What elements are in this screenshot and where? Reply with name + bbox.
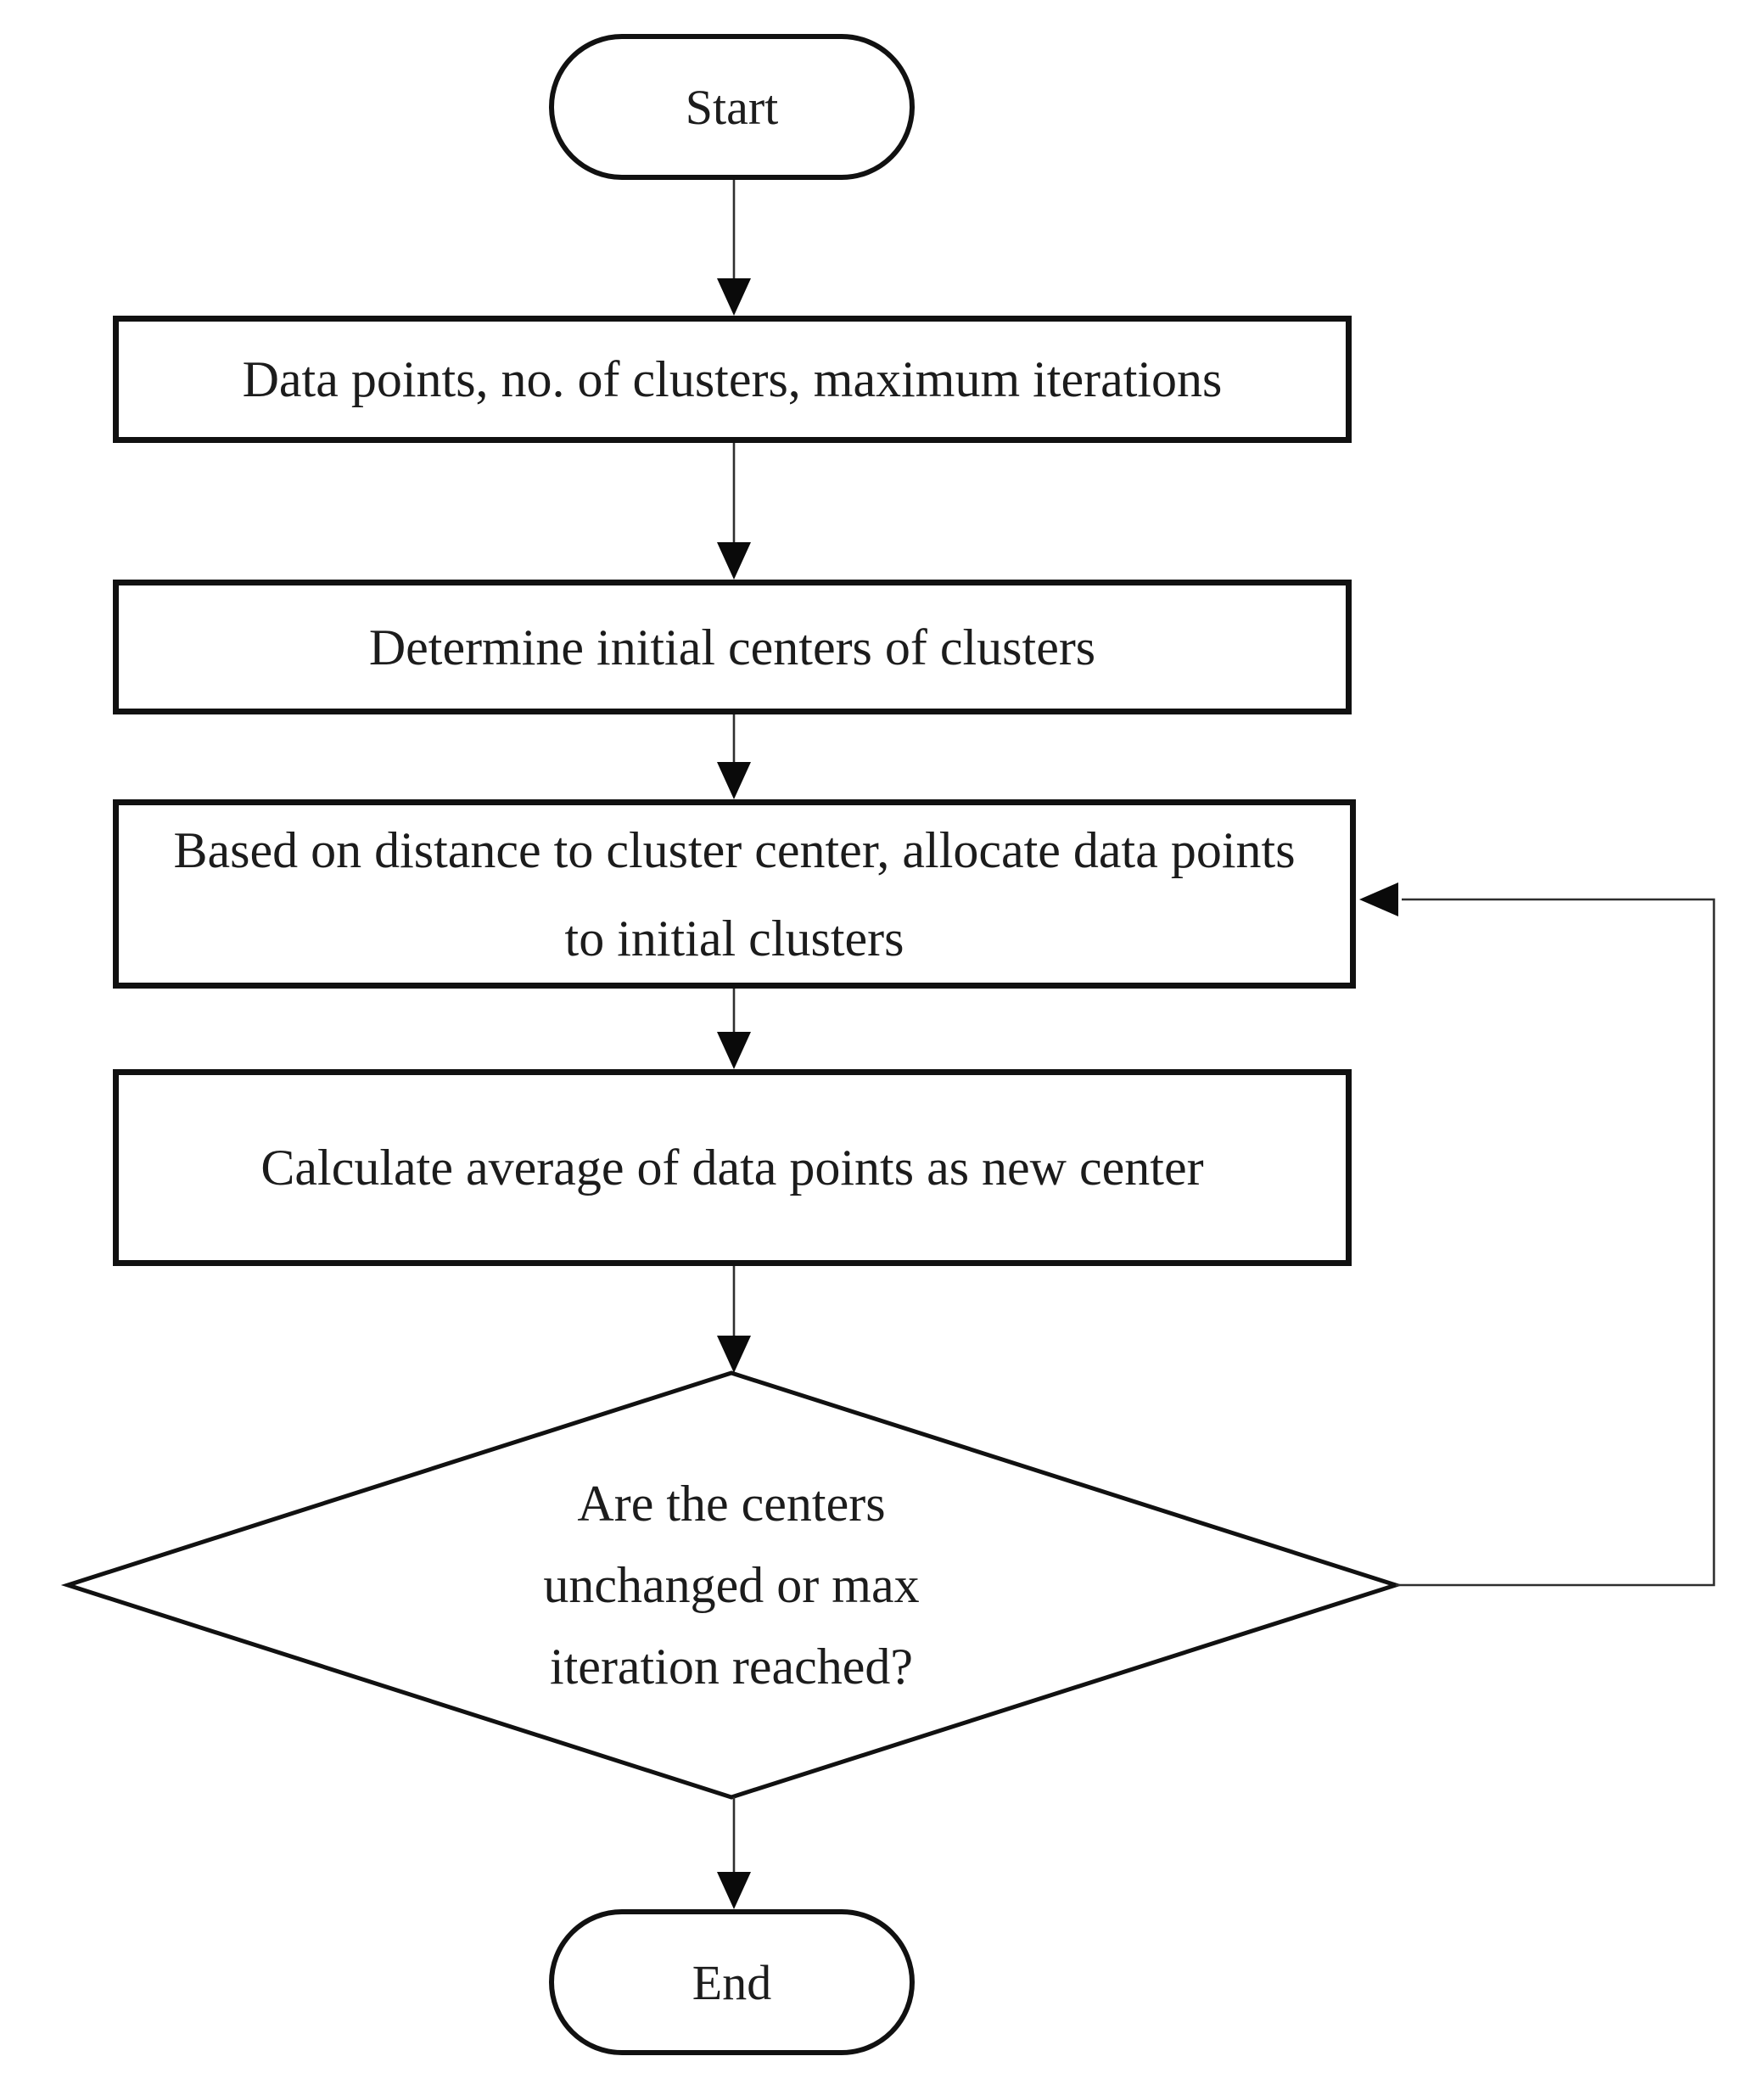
node-init-centers: Determine initial centers of clusters [113, 580, 1352, 714]
decision-label: Are the centers unchanged or max iterati… [543, 1476, 920, 1695]
node-decision: Are the centers unchanged or max iterati… [494, 1463, 969, 1707]
arrowhead-down-allocate [717, 762, 751, 799]
node-end: End [549, 1909, 915, 2055]
connector-loop-back [1396, 898, 1716, 1587]
node-allocate: Based on distance to cluster center, all… [113, 799, 1356, 989]
init-centers-label: Determine initial centers of clusters [368, 619, 1096, 675]
node-inputs: Data points, no. of clusters, maximum it… [113, 316, 1352, 443]
arrowhead-down-end [717, 1872, 751, 1909]
arrowhead-left-loop-back [1359, 882, 1398, 916]
new-center-label: Calculate average of data points as new … [260, 1140, 1204, 1196]
arrowhead-down-init-centers [717, 542, 751, 580]
arrowhead-down-decision [717, 1336, 751, 1373]
start-label: Start [685, 79, 779, 135]
allocate-label: Based on distance to cluster center, all… [173, 821, 1296, 966]
arrowhead-down-new-center [717, 1032, 751, 1069]
node-start: Start [549, 34, 915, 180]
inputs-label: Data points, no. of clusters, maximum it… [242, 351, 1223, 407]
end-label: End [692, 1954, 772, 2010]
decision-diamond-shape [60, 1370, 1403, 1800]
arrowhead-down-inputs [717, 278, 751, 316]
node-new-center: Calculate average of data points as new … [113, 1069, 1352, 1266]
